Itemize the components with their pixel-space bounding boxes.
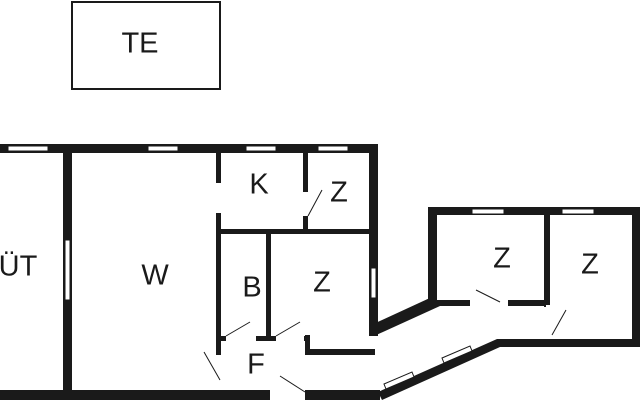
door-swings xyxy=(203,189,567,393)
wall-wing-right xyxy=(632,207,640,347)
door-gaps xyxy=(214,183,554,400)
window-z2-right xyxy=(370,267,377,299)
window-corridor-2 xyxy=(441,345,473,364)
window-k-top xyxy=(245,145,277,152)
window-ut-w xyxy=(64,239,71,301)
wall-wing-left xyxy=(428,207,437,303)
room-label-k: K xyxy=(249,169,269,201)
window-z4-top xyxy=(561,208,595,215)
room-label-terrace: TE xyxy=(121,28,158,60)
room-label-z3: Z xyxy=(493,243,511,275)
wall-k-bottom xyxy=(216,229,374,234)
wall-b-z xyxy=(266,229,271,339)
room-label-f: F xyxy=(247,349,265,381)
window-w-top xyxy=(147,145,179,152)
wall-main-right xyxy=(369,144,378,336)
wall-wing-top xyxy=(428,207,640,215)
terrace-outline xyxy=(71,1,221,90)
wall-wing-mid xyxy=(544,207,550,307)
wall-b-bottom xyxy=(216,336,306,341)
room-label-w: W xyxy=(141,260,169,292)
room-label-ut: ÜT xyxy=(0,251,38,283)
room-label-z2: Z xyxy=(313,267,331,299)
room-label-z1: Z xyxy=(330,177,348,209)
wall-top xyxy=(0,144,377,153)
wall-bottom-left xyxy=(0,390,270,400)
window-ut-top xyxy=(7,145,49,152)
wall-z2-bottom xyxy=(305,349,375,355)
windows xyxy=(7,145,595,390)
room-label-b: B xyxy=(242,272,261,304)
room-label-z4: Z xyxy=(581,249,599,281)
window-z1-top xyxy=(317,145,349,152)
wall-z2-left-stub xyxy=(305,335,310,353)
wall-corridor-lower xyxy=(378,339,640,400)
window-corridor-1 xyxy=(383,371,415,390)
wall-w-k xyxy=(216,144,221,356)
wall-bottom-mid xyxy=(305,390,380,400)
wall-corridor-upper xyxy=(369,297,440,336)
window-z3-top xyxy=(471,208,505,215)
